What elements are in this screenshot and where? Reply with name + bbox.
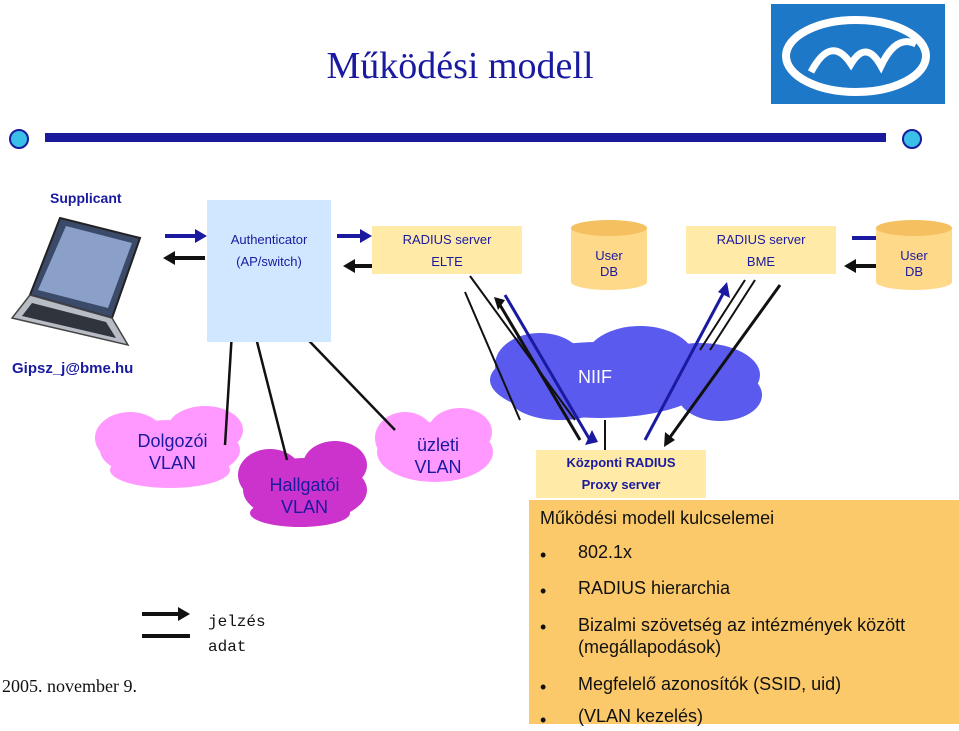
divider-dot-right [902, 129, 922, 149]
hallgatoi-line2: VLAN [280, 497, 329, 517]
data-arrows [494, 282, 782, 447]
date-label: 2005. november 9. [2, 676, 137, 696]
panel-title: Működési modell kulcselemei [540, 508, 775, 528]
page-title: Működési modell [326, 45, 594, 87]
legend-data-label: adat [208, 638, 247, 656]
key-elements-panel [529, 500, 959, 724]
bullet-dot: • [540, 581, 547, 601]
uzleti-line2: VLAN [414, 457, 462, 477]
authenticator-box [207, 200, 331, 342]
arrow-left-1 [163, 251, 205, 265]
dolgozoi-cloud [95, 406, 243, 488]
authenticator-line1: Authenticator [230, 232, 308, 247]
dolgozoi-line1: Dolgozói [137, 431, 208, 451]
dolgozoi-line2: VLAN [148, 453, 197, 473]
arrow-left-2 [343, 259, 372, 273]
radius-elte-line2: ELTE [431, 254, 463, 269]
bullet-dot: • [540, 710, 547, 730]
bullet-item: 802.1x [578, 542, 633, 562]
userdb-cylinder-2 [876, 220, 952, 290]
bullet-item: Megfelelő azonosítók (SSID, uid) [578, 674, 842, 694]
bullet-dot: • [540, 545, 547, 565]
radius-elte-line1: RADIUS server [402, 232, 492, 247]
radius-bme-line1: RADIUS server [716, 232, 806, 247]
bullet-item: RADIUS hierarchia [578, 578, 731, 598]
arrow-left-3 [844, 259, 880, 273]
arrow-right-1 [165, 229, 207, 243]
proxy-line1: Központi RADIUS [566, 455, 676, 470]
user-id-label: Gipsz_j@bme.hu [12, 360, 134, 377]
bullet-dot: • [540, 677, 547, 697]
userdb-cylinder-1 [571, 220, 647, 290]
userdb-2-line1: User [900, 248, 928, 263]
niif-logo [771, 4, 945, 104]
hallgatoi-cloud [238, 441, 367, 527]
radius-bme-line2: BME [746, 254, 776, 269]
legend-signal-label: jelzés [208, 613, 266, 631]
userdb-1-line1: User [595, 248, 623, 263]
userdb-2-line2: DB [904, 264, 924, 279]
arrow-right-2 [337, 229, 372, 243]
legend-signal-arrow [142, 607, 190, 621]
radius-bme-box [686, 226, 836, 274]
uzleti-cloud [375, 408, 493, 482]
bullet-item: Bizalmi szövetség az intézmények között … [578, 615, 906, 657]
hallgatoi-line1: Hallgatói [269, 475, 340, 495]
laptop-icon [10, 216, 142, 347]
niif-label: NIIF [578, 367, 612, 387]
bullet-dot: • [540, 617, 547, 637]
authenticator-line2: (AP/switch) [236, 254, 302, 269]
title-divider [45, 133, 886, 142]
divider-dot-left [9, 129, 29, 149]
supplicant-label: Supplicant [50, 190, 122, 206]
radius-links [464, 275, 756, 450]
userdb-1-line2: DB [599, 264, 619, 279]
niif-cloud [490, 326, 762, 421]
radius-elte-box [372, 226, 522, 274]
bullet-item: (VLAN kezelés) [578, 706, 704, 726]
proxy-line2: Proxy server [581, 477, 661, 492]
uzleti-line1: üzleti [416, 435, 460, 455]
proxy-box [536, 450, 706, 498]
